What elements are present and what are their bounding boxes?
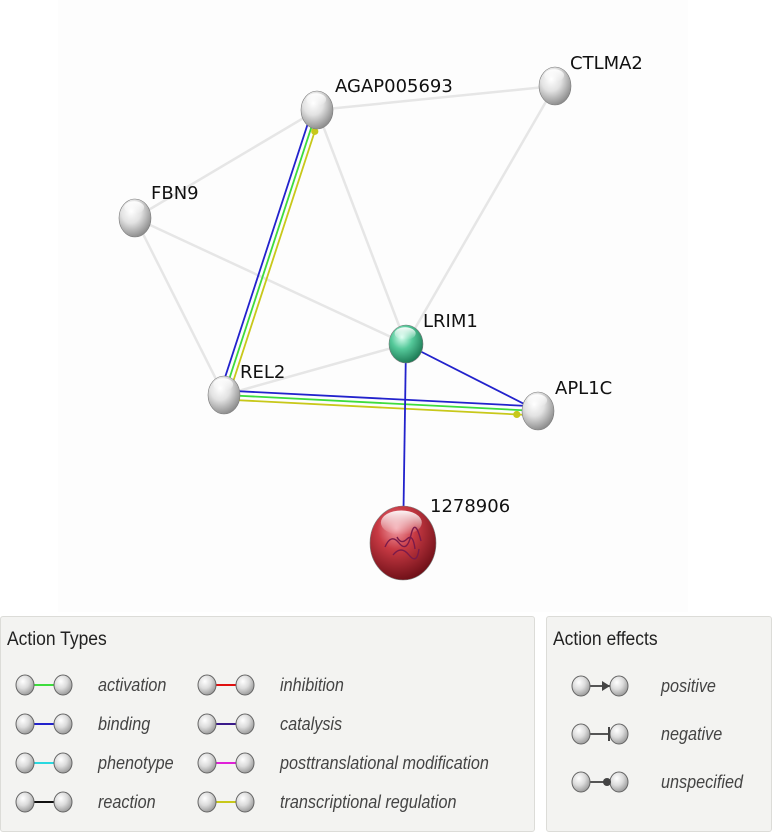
unspecified-effect-dot: [311, 127, 319, 135]
action-effects-legend: Action effects positive negative unspecifi…: [546, 616, 772, 832]
legend-effect-positive: positive: [569, 672, 764, 700]
legend-type-label: binding: [98, 714, 151, 734]
node-highlight: [380, 510, 422, 535]
edge-swatch-icon: [197, 713, 255, 735]
bar-effect-icon: [571, 723, 629, 745]
edge-line-transcriptional: [227, 111, 323, 397]
edge-FBN9-LRIM1[interactable]: [134, 216, 407, 346]
edge-AGAP005693-FBN9[interactable]: [134, 108, 318, 220]
edge-line-activation: [223, 109, 318, 396]
node-1278906[interactable]: 1278906: [369, 496, 510, 581]
unspecified-effect-dot: [513, 410, 521, 419]
legend-type-reaction: reaction: [13, 788, 191, 816]
node-label: AGAP005693: [335, 76, 453, 97]
node-highlight: [527, 394, 548, 407]
edge-line-binding: [405, 343, 539, 412]
node-LRIM1[interactable]: LRIM1: [388, 311, 478, 364]
edge-FBN9-REL2[interactable]: [133, 217, 226, 396]
edge-line-none: [134, 216, 407, 346]
node-label: CTLMA2: [570, 53, 643, 74]
edge-REL2-LRIM1[interactable]: [223, 342, 407, 397]
legend-type-transcriptional: transcriptional regulation: [195, 788, 525, 816]
legend-type-posttranslational: posttranslational modification: [195, 749, 525, 777]
edge-swatch-icon: [197, 674, 255, 696]
edge-line-transcriptional: [223, 398, 538, 417]
edge-CTLMA2-LRIM1[interactable]: [404, 85, 557, 345]
node-CTLMA2[interactable]: CTLMA2: [538, 53, 643, 106]
legend-type-label: posttranslational modification: [280, 753, 489, 773]
node-label: APL1C: [555, 378, 612, 399]
node-label: LRIM1: [423, 311, 478, 332]
legend-type-label: catalysis: [280, 714, 343, 734]
arrow-effect-icon: [571, 675, 629, 697]
legend-type-label: activation: [98, 675, 167, 695]
legend-effect-negative: negative: [569, 720, 764, 748]
node-highlight: [124, 201, 145, 214]
edge-line-binding: [218, 108, 314, 394]
edge-swatch-icon: [15, 752, 73, 774]
legend-effect-label: negative: [661, 724, 723, 744]
legend-type-label: inhibition: [280, 675, 344, 695]
dot-effect-icon: [571, 771, 629, 793]
edge-LRIM1-APL1C[interactable]: [405, 343, 539, 412]
edge-line-binding: [224, 389, 539, 408]
node-highlight: [213, 378, 234, 391]
edge-REL2-AGAP005693[interactable]: [218, 108, 323, 397]
edge-line-none: [315, 109, 408, 345]
legend-type-catalysis: catalysis: [195, 710, 525, 738]
legend-type-binding: binding: [13, 710, 191, 738]
protein-structure-icon: [384, 526, 422, 560]
legend-type-phenotype: phenotype: [13, 749, 191, 777]
node-REL2[interactable]: REL2: [207, 362, 285, 415]
legend-effect-label: unspecified: [661, 772, 743, 792]
edge-swatch-icon: [15, 713, 73, 735]
action-types-legend: Action Types activation inhibition binding…: [0, 616, 535, 832]
edge-line-none: [404, 85, 557, 345]
node-AGAP005693[interactable]: AGAP005693: [300, 76, 453, 130]
edge-swatch-icon: [197, 791, 255, 813]
edge-line-none: [316, 84, 556, 112]
edge-line-none: [223, 342, 407, 397]
legend-effect-label: positive: [661, 676, 716, 696]
legend-type-activation: activation: [13, 671, 191, 699]
action-effects-title: Action effects: [553, 629, 658, 650]
node-APL1C[interactable]: APL1C: [521, 378, 612, 431]
legend-type-label: phenotype: [98, 753, 174, 773]
legend-effect-unspecified: unspecified: [569, 768, 764, 796]
edge-line-none: [134, 108, 318, 220]
node-FBN9[interactable]: FBN9: [118, 183, 199, 238]
node-label: FBN9: [151, 183, 199, 204]
legend-type-inhibition: inhibition: [195, 671, 525, 699]
node-label: 1278906: [430, 496, 510, 517]
edge-line-activation: [223, 394, 539, 412]
edge-REL2-APL1C[interactable]: [223, 389, 539, 419]
action-types-title: Action Types: [7, 629, 107, 650]
legend-type-label: reaction: [98, 792, 156, 812]
edge-layer: [133, 84, 557, 544]
edge-swatch-icon: [197, 752, 255, 774]
edge-AGAP005693-CTLMA2[interactable]: [316, 84, 556, 112]
node-highlight: [394, 327, 416, 340]
edge-swatch-icon: [15, 674, 73, 696]
legend-type-label: transcriptional regulation: [280, 792, 457, 812]
node-label: REL2: [240, 362, 285, 383]
node-highlight: [544, 69, 565, 82]
edge-line-none: [133, 217, 226, 396]
node-highlight: [306, 93, 327, 106]
edge-swatch-icon: [15, 791, 73, 813]
edge-AGAP005693-LRIM1[interactable]: [315, 109, 408, 345]
